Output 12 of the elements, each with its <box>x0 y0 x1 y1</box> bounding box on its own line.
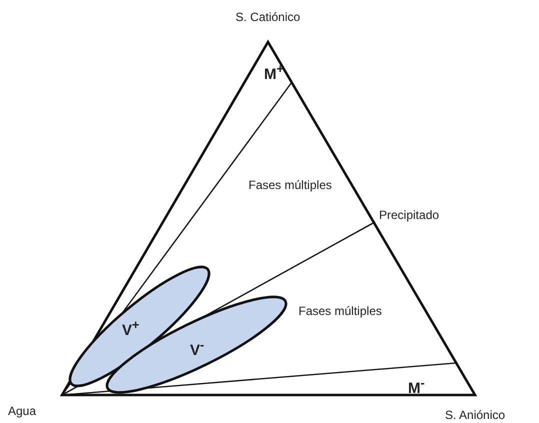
phase-region-ellipse <box>105 295 288 395</box>
vertex-label: Agua <box>8 404 36 418</box>
vertex-label: S. Aniónico <box>445 408 506 422</box>
region-label: M$^{+}$ <box>264 62 284 83</box>
region-label: Fases múltiples <box>298 304 382 318</box>
region-label: Fases múltiples <box>248 178 332 192</box>
phase-region-ellipse <box>68 264 212 388</box>
region-label: M$^{-}$ <box>408 376 425 397</box>
region-label: V$^{-}$ <box>190 338 204 359</box>
point-label: Precipitado <box>379 208 440 222</box>
vertex-label: S. Catiónico <box>236 10 300 24</box>
region-label: V$^{+}$ <box>122 318 140 339</box>
